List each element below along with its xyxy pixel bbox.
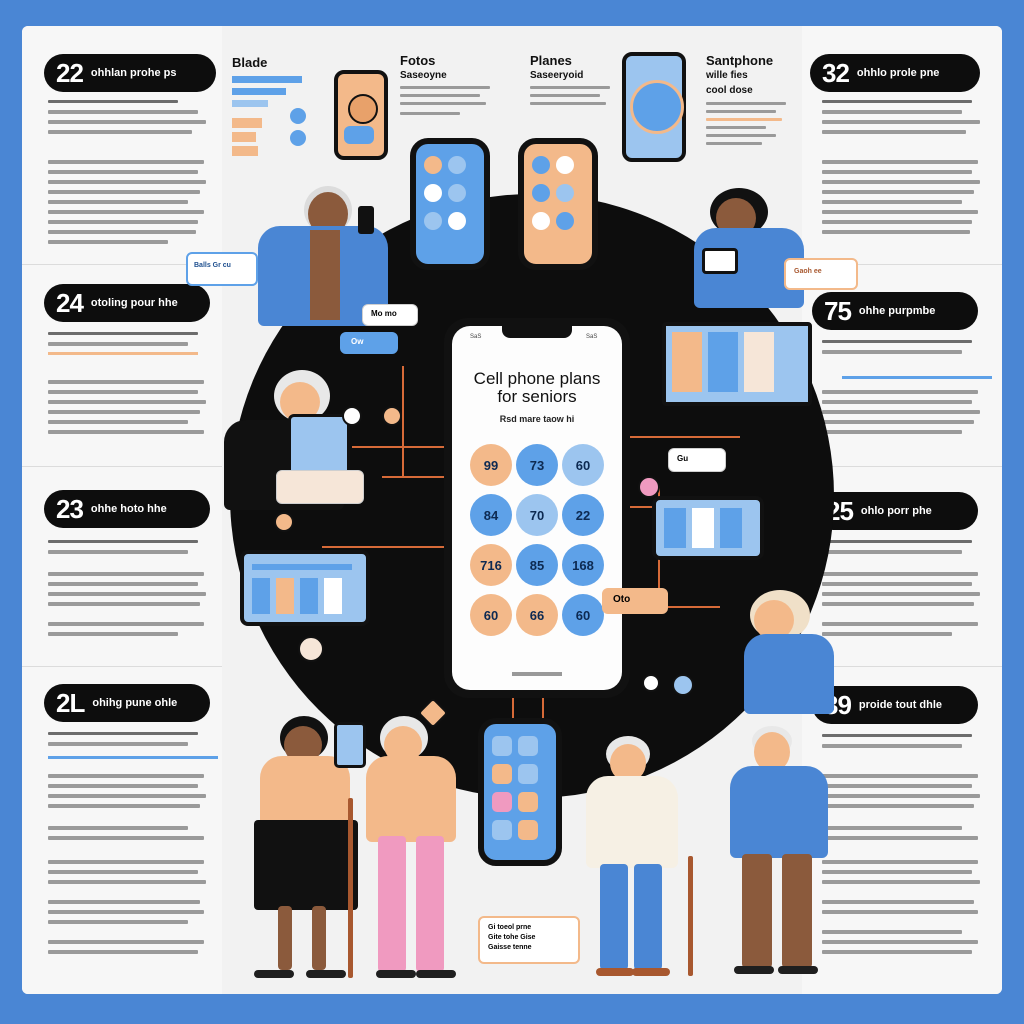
divider xyxy=(802,466,1002,467)
stat-label: ohlo porr phe xyxy=(860,505,932,517)
stat-label: ohhe purpmbe xyxy=(858,305,936,317)
header-title: Blade xyxy=(232,55,268,70)
stat-label: proide tout dhle xyxy=(858,699,943,711)
header-title: Santphone xyxy=(706,53,774,68)
speech-bubble-bottom: Gi toeol prne Gite tohe Gise Gaisse tenn… xyxy=(478,916,580,964)
speech-bubble-text: Balls Gr cu xyxy=(194,262,231,269)
speech-bubble-left: Balls Gr cu xyxy=(186,252,258,286)
info-card-text: Ow xyxy=(351,337,364,346)
stat-badge-2l: 2L ohihg pune ohle xyxy=(44,684,210,722)
divider xyxy=(22,264,222,265)
divider xyxy=(802,666,1002,667)
stat-badge-24: 24 otoling pour hhe xyxy=(44,284,210,322)
bubble-line: Gite tohe Gise xyxy=(488,934,536,941)
dashboard-screen-top-right xyxy=(662,322,812,406)
bubble-line: Gaisse tenne xyxy=(488,944,532,951)
photo-phone-right xyxy=(622,52,686,162)
stat-badge-32: 32 ohhlo prole pne xyxy=(810,54,980,92)
info-card: Oto xyxy=(602,588,668,614)
stat-number: 32 xyxy=(822,57,850,88)
stat-badge-23: 23 ohhe hoto hhe xyxy=(44,490,210,528)
plan-price-coin[interactable]: 99 xyxy=(470,444,512,486)
dashboard-screen-left xyxy=(240,550,370,626)
info-card-text: Mo mo xyxy=(371,309,397,318)
header-subtitle: Saseoyne xyxy=(400,70,447,81)
divider xyxy=(22,666,222,667)
bubble-line: Gi toeol prne xyxy=(488,924,532,931)
info-card: Ow xyxy=(340,332,398,354)
stat-label: ohhe hoto hhe xyxy=(90,503,167,515)
plan-price-coin[interactable]: 716 xyxy=(470,544,512,586)
header-title: Planes xyxy=(530,53,572,68)
info-card xyxy=(276,470,364,504)
header-fotos: Fotos Saseoyne xyxy=(400,54,447,82)
header-planes: Planes Saseeryoid xyxy=(530,54,583,82)
main-title: Cell phone plans for seniors xyxy=(452,370,622,406)
stat-label: ohhlo prole pne xyxy=(856,67,940,79)
stat-label: ohhlan prohe ps xyxy=(90,67,177,79)
dashboard-screen-right xyxy=(652,496,764,560)
app-phone-blue xyxy=(410,138,490,270)
stat-label: ohihg pune ohle xyxy=(92,697,178,709)
header-title: Fotos xyxy=(400,53,436,68)
plan-price-coin[interactable]: 73 xyxy=(516,444,558,486)
app-phone-orange xyxy=(518,138,598,270)
stat-number: 2L xyxy=(56,687,85,718)
header-smartphone: Santphone wille fies cool dose xyxy=(706,54,773,97)
info-card: Gu xyxy=(668,448,726,472)
divider xyxy=(802,264,1002,265)
plan-price-coin[interactable]: 66 xyxy=(516,594,558,636)
plan-price-coin[interactable]: 85 xyxy=(516,544,558,586)
plan-price-coin[interactable]: 60 xyxy=(562,594,604,636)
phone-notch xyxy=(502,326,572,338)
stat-badge-25: 25 ohlo porr phe xyxy=(814,492,978,530)
status-right: SaS xyxy=(586,334,598,340)
stat-number: 23 xyxy=(56,493,84,524)
camera-circle-icon xyxy=(672,674,694,696)
status-left: SaS xyxy=(470,334,482,340)
info-card-text: Gu xyxy=(677,454,689,463)
wifi-circle-icon xyxy=(638,476,660,498)
main-phone: SaS SaS Cell phone plans for seniors Rsd… xyxy=(444,318,630,698)
app-phone-bottom xyxy=(478,718,562,866)
main-title-line1: Cell phone plans xyxy=(473,369,601,388)
main-subtitle: Rsd mare taow hi xyxy=(499,414,575,424)
stat-number: 22 xyxy=(56,57,84,88)
header-subtitle: wille fies xyxy=(706,70,748,81)
user-circle-icon xyxy=(274,512,294,532)
plan-price-coin[interactable]: 22 xyxy=(562,494,604,536)
plan-price-coin[interactable]: 84 xyxy=(470,494,512,536)
plan-price-coin[interactable]: 168 xyxy=(562,544,604,586)
divider xyxy=(22,466,222,467)
speech-bubble-right: Gaoh ee xyxy=(784,258,858,290)
phone-circle-icon xyxy=(342,406,362,426)
stat-number: 75 xyxy=(824,295,852,326)
stat-label: otoling pour hhe xyxy=(90,297,178,309)
main-title-line2: for seniors xyxy=(497,387,577,406)
stat-number: 24 xyxy=(56,287,84,318)
plan-price-coin[interactable]: 70 xyxy=(516,494,558,536)
lock-icon xyxy=(642,674,660,692)
plan-price-coin[interactable]: 60 xyxy=(562,444,604,486)
header-subtitle-2: cool dose xyxy=(706,85,753,96)
infographic-card: 22 ohhlan prohe ps 24 otoling pour hhe 2… xyxy=(22,26,1002,994)
plan-price-coin[interactable]: 60 xyxy=(470,594,512,636)
info-card-text: Oto xyxy=(613,594,631,605)
stat-badge-22: 22 ohhlan prohe ps xyxy=(44,54,216,92)
main-phone-screen: SaS SaS Cell phone plans for seniors Rsd… xyxy=(452,326,622,690)
settings-circle-icon xyxy=(382,406,402,426)
info-card: Mo mo xyxy=(362,304,418,326)
stat-badge-39: 39 proide tout dhle xyxy=(812,686,978,724)
chat-circle-icon xyxy=(298,636,324,662)
speech-bubble-text: Gaoh ee xyxy=(794,268,822,275)
photo-phone-top xyxy=(334,70,388,160)
header-subtitle: Saseeryoid xyxy=(530,70,584,81)
header-blade: Blade xyxy=(232,56,267,69)
stat-badge-75: 75 ohhe purpmbe xyxy=(812,292,978,330)
